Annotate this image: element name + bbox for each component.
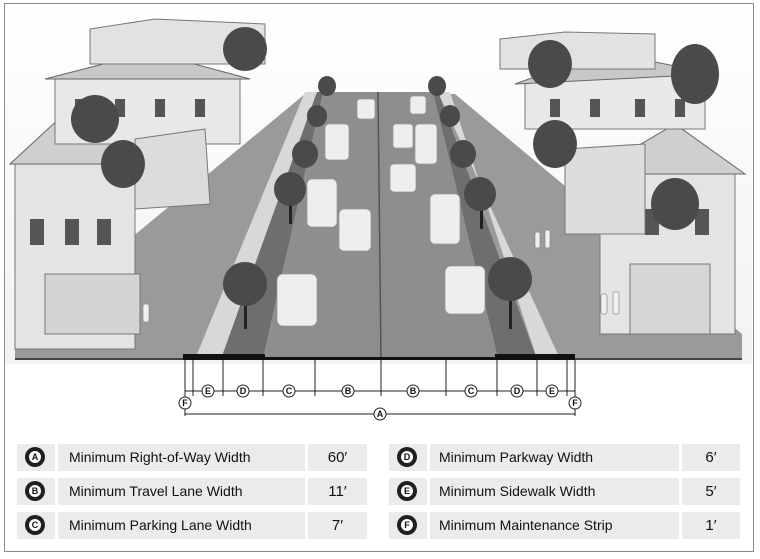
dimension-lines [184, 360, 576, 416]
marker-d-right: D [510, 384, 524, 398]
legend-letter-f: F [397, 515, 417, 535]
legend-row-b: B Minimum Travel Lane Width 11′ [17, 478, 367, 505]
legend-row-c: C Minimum Parking Lane Width 7′ [17, 512, 367, 539]
marker-c-left: C [282, 384, 296, 398]
svg-text:F: F [182, 398, 188, 408]
legend-letter-b: B [25, 481, 45, 501]
legend-value-b: 11′ [328, 483, 347, 500]
legend-label-a: Minimum Right-of-Way Width [69, 449, 251, 465]
svg-text:B: B [345, 386, 352, 396]
svg-text:C: C [286, 386, 293, 396]
road-centerline [377, 91, 382, 360]
svg-text:B: B [410, 386, 417, 396]
figure-frame: E D C B B C D E F F A A Minimum Right-of… [4, 3, 754, 552]
legend-letter-d: D [397, 447, 417, 467]
legend-label-f: Minimum Maintenance Strip [439, 517, 613, 533]
legend-value-e: 5′ [705, 483, 717, 500]
legend-letter-a: A [25, 447, 45, 467]
legend-row-f: F Minimum Maintenance Strip 1′ [389, 512, 740, 539]
legend-value-c: 7′ [331, 517, 344, 534]
cars [276, 95, 486, 327]
svg-text:D: D [514, 386, 521, 396]
legend-row-e: E Minimum Sidewalk Width 5′ [389, 478, 740, 505]
svg-text:F: F [572, 398, 578, 408]
svg-text:A: A [377, 409, 384, 419]
marker-f-right: F [568, 396, 582, 410]
trees [71, 27, 719, 329]
legend-label-b: Minimum Travel Lane Width [69, 483, 243, 499]
pedestrians [142, 229, 620, 323]
svg-text:E: E [549, 386, 555, 396]
marker-e-left: E [201, 384, 215, 398]
svg-text:C: C [468, 386, 475, 396]
svg-text:D: D [240, 386, 247, 396]
legend-letter-e: E [397, 481, 417, 501]
marker-d-left: D [236, 384, 250, 398]
svg-text:E: E [205, 386, 211, 396]
marker-a: A [373, 407, 387, 421]
legend-row-a: A Minimum Right-of-Way Width 60′ [17, 444, 367, 471]
legend-row-d: D Minimum Parkway Width 6′ [389, 444, 740, 471]
marker-c-right: C [464, 384, 478, 398]
legend-label-c: Minimum Parking Lane Width [69, 517, 252, 533]
legend-label-d: Minimum Parkway Width [439, 449, 594, 465]
legend-label-e: Minimum Sidewalk Width [439, 483, 596, 499]
street-section-illustration: E D C B B C D E F F A [5, 4, 752, 421]
legend-value-f: 1′ [705, 517, 717, 534]
section-profile [183, 354, 575, 360]
houses-right [499, 31, 747, 335]
marker-e-right: E [545, 384, 559, 398]
legend-value-a: 60′ [327, 449, 348, 466]
roadway [263, 92, 498, 359]
legend-letter-c: C [25, 515, 45, 535]
marker-b-left: B [341, 384, 355, 398]
marker-b-right: B [406, 384, 420, 398]
dimension-markers: E D C B B C D E F F A [178, 384, 582, 421]
marker-f-left: F [178, 396, 192, 410]
legend-value-d: 6′ [705, 449, 717, 466]
